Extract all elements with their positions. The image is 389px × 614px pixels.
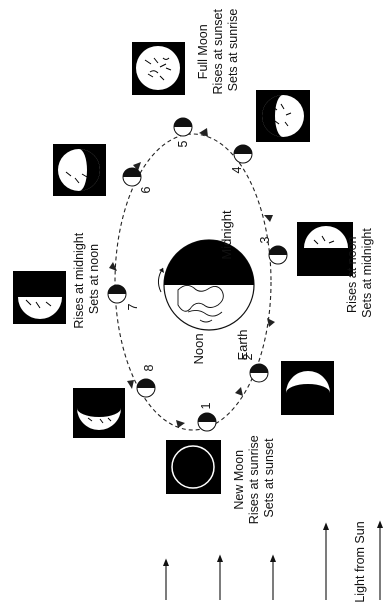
sunlight-rays xyxy=(162,520,384,600)
phase-panel-waning-gibbous xyxy=(53,144,106,196)
phase-panel-new-moon xyxy=(166,440,221,494)
noon-label: Noon xyxy=(191,333,206,364)
moon-position-3 xyxy=(268,245,288,265)
phase-panel-last-quarter xyxy=(13,271,66,324)
position-number-8: 8 xyxy=(142,364,156,371)
first-quarter-rises: Rises at noon xyxy=(345,236,359,312)
phase-panel-waxing-crescent xyxy=(281,361,334,415)
first-quarter-sets: Sets at midnight xyxy=(360,228,374,318)
moon-position-8 xyxy=(136,378,156,398)
new-moon-title: New Moon xyxy=(232,450,246,510)
orbit-moons xyxy=(107,117,288,432)
phase-panel-first-quarter xyxy=(297,222,353,276)
orbit-direction-arrows xyxy=(109,128,275,428)
full-moon-sets: Sets at sunrise xyxy=(226,9,240,92)
position-number-1: 1 xyxy=(199,402,213,409)
moon-position-1 xyxy=(197,412,217,432)
full-moon-rises: Rises at sunset xyxy=(211,8,225,94)
full-moon-label: Full Moon Rises at sunset Sets at sunris… xyxy=(196,6,240,95)
moon-position-2 xyxy=(249,363,269,383)
position-number-3: 3 xyxy=(258,236,272,243)
phase-panel-waxing-gibbous xyxy=(256,90,310,142)
moon-position-7 xyxy=(107,284,127,304)
moon-position-4 xyxy=(233,144,253,164)
position-number-7: 7 xyxy=(126,303,140,310)
first-quarter-label: Rises at noon Sets at midnight xyxy=(345,228,374,318)
position-number-2: 2 xyxy=(241,353,255,360)
new-moon-sets: Sets at sunset xyxy=(262,438,276,518)
earth-globe xyxy=(157,239,255,331)
earth-label: Earth xyxy=(235,329,250,360)
phase-panel-full-moon xyxy=(132,42,185,95)
full-moon-title: Full Moon xyxy=(196,24,210,79)
new-moon-rises: Rises at sunrise xyxy=(247,435,261,524)
moon-position-6 xyxy=(122,167,142,187)
position-number-6: 6 xyxy=(139,186,153,193)
midnight-label: Midnight xyxy=(219,210,234,260)
last-quarter-label: Rises at midnight Sets at noon xyxy=(72,229,101,328)
position-number-4: 4 xyxy=(230,166,244,173)
light-from-sun-label: Light from Sun xyxy=(353,521,367,602)
last-quarter-rises: Rises at midnight xyxy=(72,232,86,328)
last-quarter-sets: Sets at noon xyxy=(87,244,101,314)
moon-orbit xyxy=(114,133,272,431)
phase-panel-waning-crescent xyxy=(73,388,125,438)
moon-position-5 xyxy=(173,117,193,137)
new-moon-label: New Moon Rises at sunrise Sets at sunset xyxy=(232,432,276,524)
position-number-5: 5 xyxy=(176,140,190,147)
